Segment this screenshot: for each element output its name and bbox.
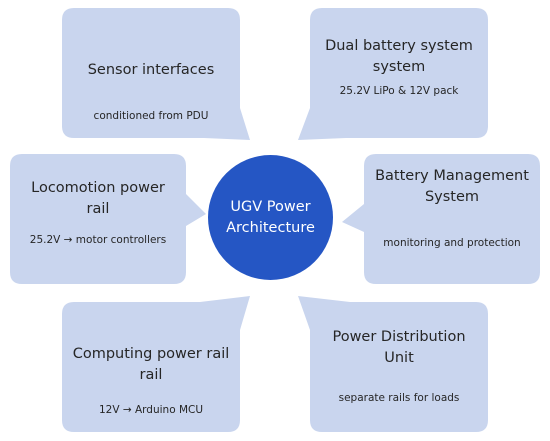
hub-circle: UGV Power Architecture [208, 155, 333, 280]
sensor-interfaces-box: Sensor interfaces conditioned from PDU [62, 8, 240, 138]
callout-computing-shape [62, 296, 250, 432]
locomotion-rail-title: Locomotion power rail [31, 180, 165, 217]
pdu-detail: separate rails for loads [338, 392, 460, 404]
dual-battery-box: Dual battery system system 25.2V LiPo & … [310, 8, 488, 138]
bms-detail: monitoring and protection [383, 237, 521, 249]
sensor-interfaces-title: Sensor interfaces [87, 62, 215, 78]
callout-pdu-shape [298, 296, 488, 432]
hub-label: UGV Power Architecture [226, 198, 315, 236]
pdu-title: Power Distribution Unit [332, 329, 466, 366]
callout-bms-shape [342, 154, 540, 284]
bms-title: Battery Management System [375, 168, 529, 205]
pdu-box: Power Distribution Unit separate rails f… [310, 302, 488, 432]
callout-locomotion-shape [10, 154, 206, 284]
computing-rail-detail: 12V → Arduino MCU [98, 404, 204, 416]
locomotion-rail-box: Locomotion power rail 25.2V → motor cont… [10, 154, 186, 284]
locomotion-rail-detail: 25.2V → motor controllers [29, 234, 167, 246]
bms-box: Battery Management System monitoring and… [364, 154, 540, 284]
computing-rail-title: Computing power rail rail [72, 346, 230, 383]
dual-battery-title: Dual battery system system [325, 38, 473, 75]
sensor-interfaces-detail: conditioned from PDU [93, 110, 209, 122]
computing-rail-box: Computing power rail rail 12V → Arduino … [62, 302, 240, 432]
callout-sensor-shape [62, 8, 250, 140]
callout-battery-shape [298, 8, 488, 140]
dual-battery-detail: 25.2V LiPo & 12V pack [339, 85, 459, 97]
